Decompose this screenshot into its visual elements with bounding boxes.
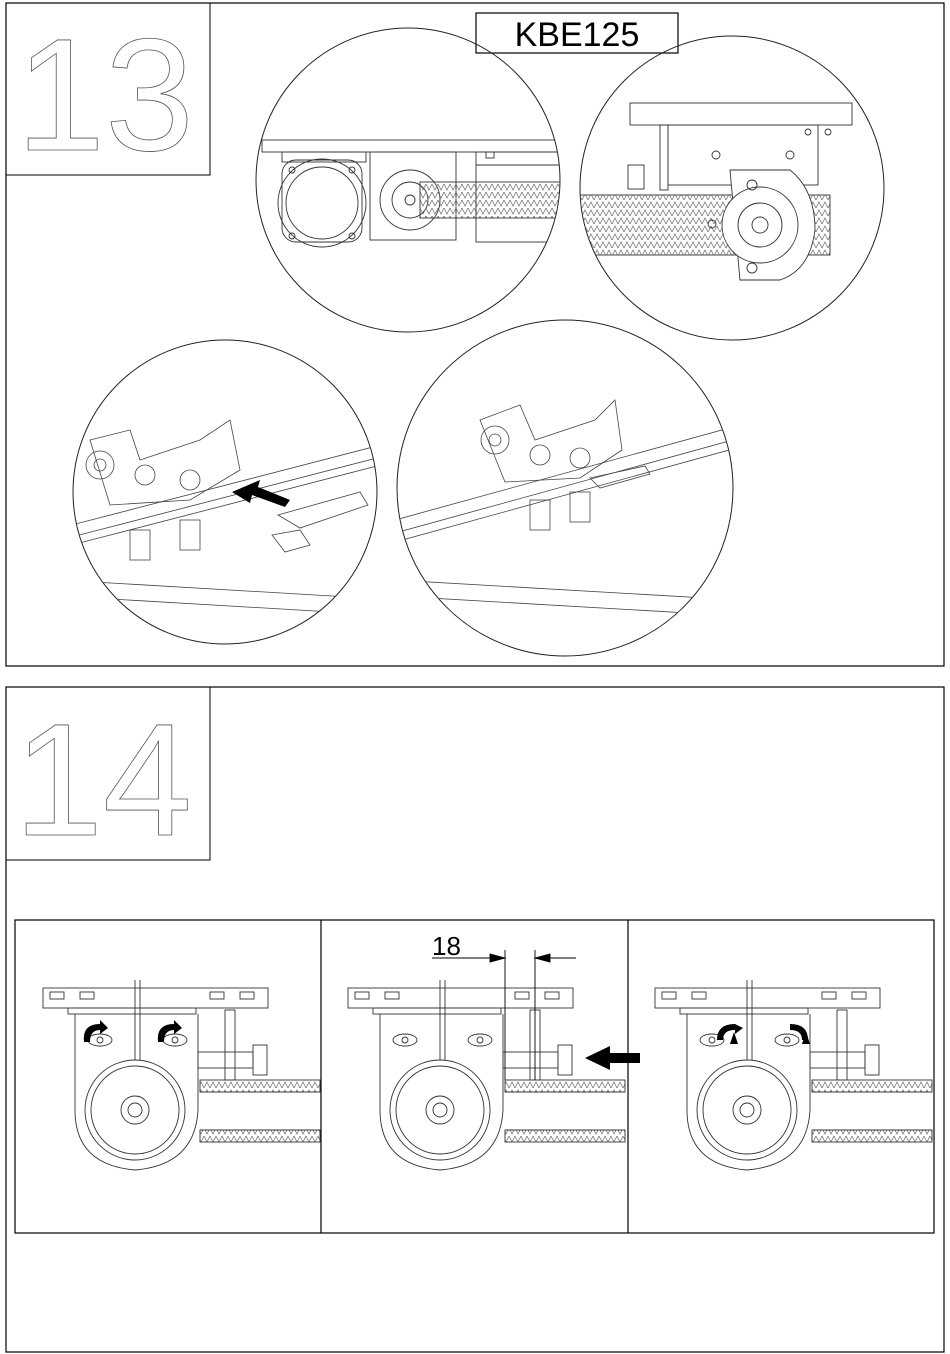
dimension-18 <box>432 950 576 1080</box>
model-label: KBE125 <box>515 16 640 54</box>
rotate-ccw-icon <box>158 1020 182 1042</box>
rotate-ccw-icon <box>84 1020 108 1042</box>
panel-loosen <box>43 980 320 1170</box>
detail-circle-clip-insert <box>60 340 400 644</box>
detail-circle-motor <box>256 28 562 332</box>
step-14-number: 14 <box>14 690 192 869</box>
step-13-section: 13 KBE125 <box>6 3 944 666</box>
step-14-section: 14 <box>6 687 944 1352</box>
panel-adjust <box>348 980 625 1170</box>
rotate-cw-icon <box>730 1032 738 1044</box>
detail-circle-clip-fitted <box>395 320 740 656</box>
panel-tighten <box>655 980 932 1170</box>
dimension-label: 18 <box>432 931 461 961</box>
insert-arrow-icon <box>232 480 290 507</box>
push-arrow-icon <box>585 1046 640 1070</box>
step-13-number: 13 <box>16 5 194 184</box>
rotate-cw-icon <box>717 1024 743 1040</box>
detail-circle-gear-bracket <box>580 36 884 340</box>
